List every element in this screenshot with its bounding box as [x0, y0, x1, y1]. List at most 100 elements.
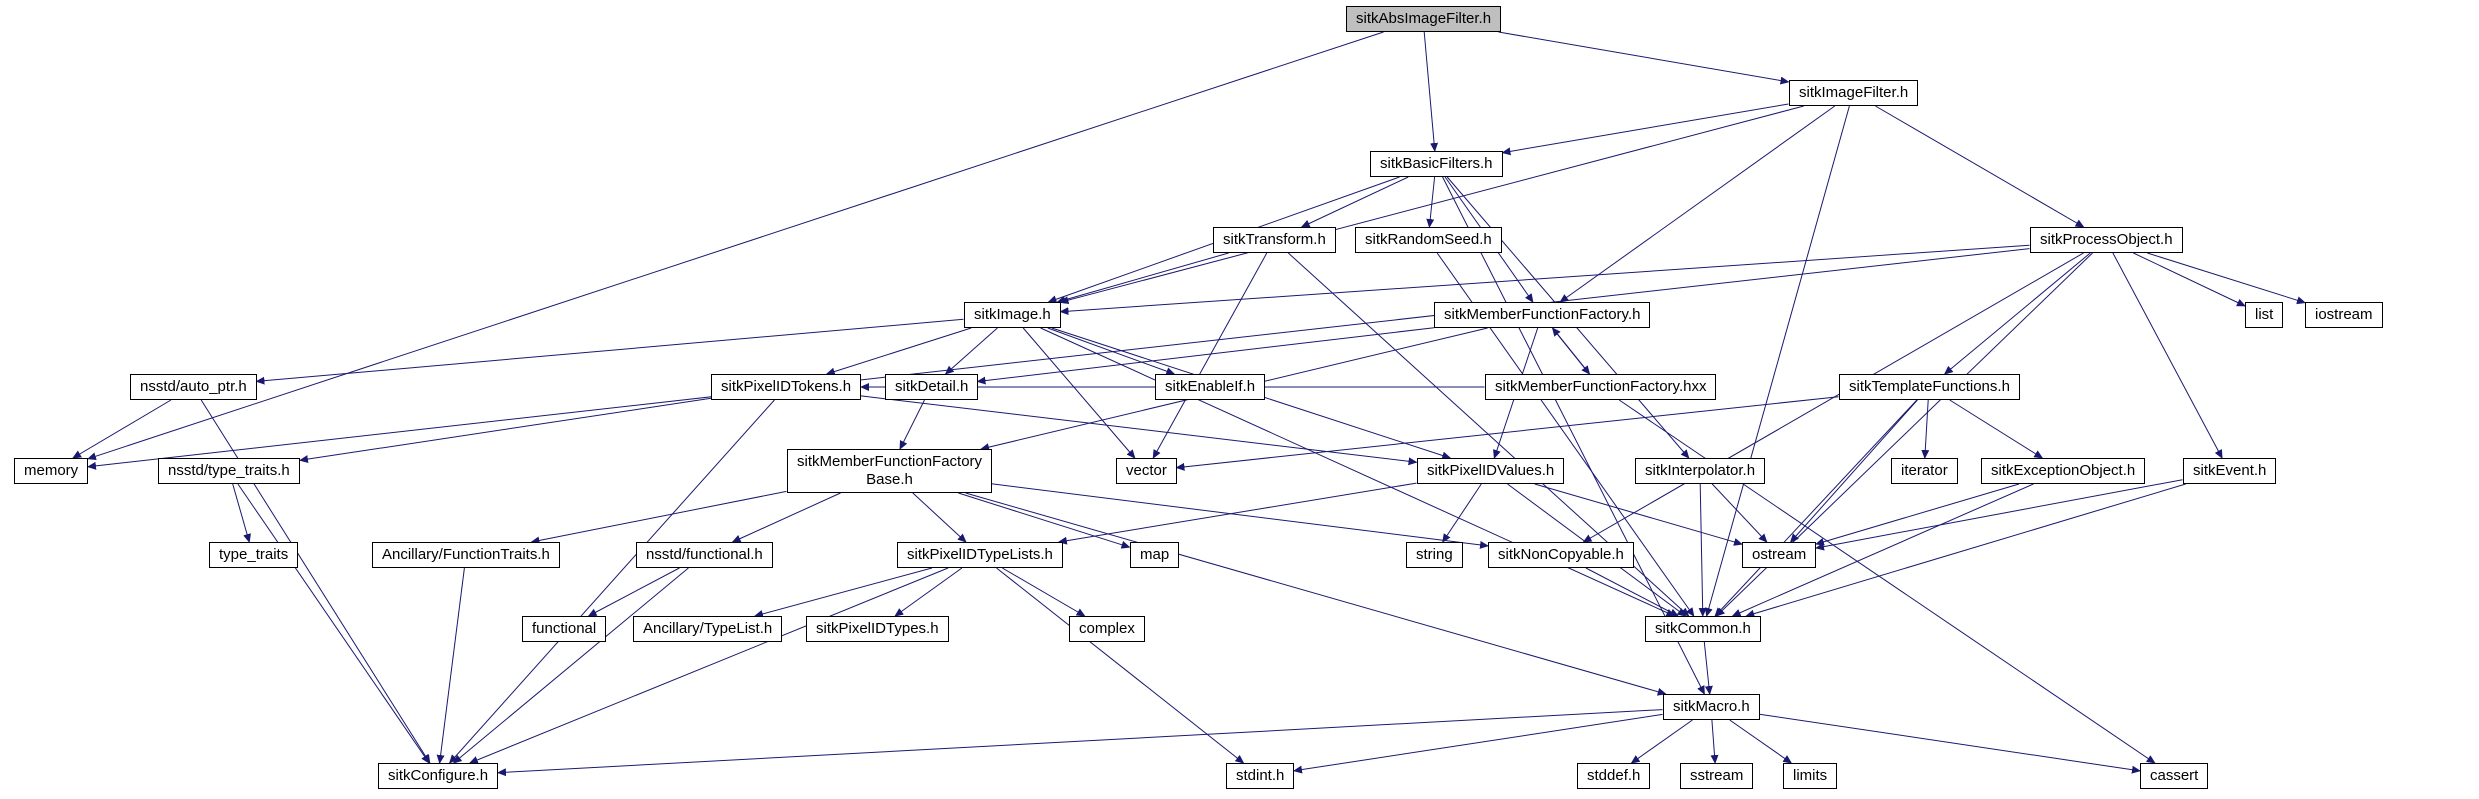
edge-pixelidtypelists-to-stdint [996, 567, 1245, 764]
graph-node-functional[interactable]: functional [522, 616, 607, 642]
edge-interpolator-to-common [1698, 483, 1707, 617]
edge-basicfilters-to-macro [1442, 176, 1705, 695]
graph-node-functiontraits[interactable]: Ancillary/FunctionTraits.h [372, 542, 560, 568]
edge-mffbase-to-noncopyable [991, 483, 1489, 549]
graph-node-ostream[interactable]: ostream [1742, 542, 1817, 568]
edge-memberfunctionfactory-to-detail [976, 327, 1435, 385]
graph-node-typetraits[interactable]: type_traits [209, 542, 299, 568]
graph-node-memberfunctionfactory[interactable]: sitkMemberFunctionFactory.h [1434, 302, 1651, 328]
graph-node-mffbase[interactable]: sitkMemberFunctionFactory Base.h [787, 449, 993, 493]
graph-node-map[interactable]: map [1130, 542, 1180, 568]
edge-typetraitsh-to-typetraits [232, 483, 251, 543]
graph-node-cassert[interactable]: cassert [2140, 763, 2209, 789]
graph-node-detail[interactable]: sitkDetail.h [885, 374, 979, 400]
edge-pixelidtypelists-to-configure [468, 567, 949, 764]
graph-node-imagefilter[interactable]: sitkImageFilter.h [1789, 80, 1919, 106]
edge-templatefunctions-to-iterator [1921, 399, 1930, 459]
edge-macro-to-configure [497, 709, 1663, 777]
edge-pixelidvalues-to-ostream [1534, 483, 1743, 546]
edge-imagefilter-to-basicfilters [1501, 103, 1789, 156]
graph-node-autoptr[interactable]: nsstd/auto_ptr.h [130, 374, 257, 400]
graph-node-iterator[interactable]: iterator [1891, 458, 1958, 484]
graph-node-common[interactable]: sitkCommon.h [1645, 616, 1761, 642]
edge-event-to-common [1745, 483, 2186, 618]
edge-imagefilter-to-common [1704, 105, 1850, 617]
edge-processobject-to-event [2112, 252, 2223, 459]
graph-node-event[interactable]: sitkEvent.h [2183, 458, 2277, 484]
edge-templatefunctions-to-ostream [1789, 399, 1918, 543]
graph-node-stddef[interactable]: stddef.h [1577, 763, 1651, 789]
graph-node-vector[interactable]: vector [1116, 458, 1177, 484]
graph-node-interpolator[interactable]: sitkInterpolator.h [1635, 458, 1766, 484]
edge-pixelidtokens-to-configure [448, 399, 775, 764]
edge-processobject-to-image [1059, 244, 2030, 316]
edge-mffbase-to-nsstdfunctional [731, 492, 841, 543]
graph-node-macro[interactable]: sitkMacro.h [1663, 694, 1760, 720]
graph-node-list[interactable]: list [2245, 302, 2284, 328]
graph-node-stdint[interactable]: stdint.h [1226, 763, 1295, 789]
edge-exceptionobject-to-ostream [1815, 483, 2020, 546]
edge-absimagefilter-to-basicfilters [1423, 31, 1439, 152]
edge-transform-to-vector [1152, 252, 1268, 459]
edge-macro-to-limits [1729, 719, 1793, 764]
graph-node-processobject[interactable]: sitkProcessObject.h [2030, 227, 2183, 253]
edge-templatefunctions-to-common [1714, 399, 1918, 617]
graph-node-enableif[interactable]: sitkEnableIf.h [1155, 374, 1266, 400]
edge-pixelidtokens-to-typetraitsh [299, 397, 712, 464]
edge-imagefilter-to-processobject [1875, 105, 2085, 228]
graph-node-typelist[interactable]: Ancillary/TypeList.h [633, 616, 783, 642]
edge-pixelidtypelists-to-complex [1002, 567, 1086, 617]
edge-templatefunctions-to-exceptionobject [1949, 399, 2044, 459]
edge-mffhxx-to-memberfunctionfactory [1551, 327, 1590, 375]
graph-node-randomseed[interactable]: sitkRandomSeed.h [1355, 227, 1502, 253]
graph-node-exceptionobject[interactable]: sitkExceptionObject.h [1981, 458, 2146, 484]
edge-event-to-ostream [1815, 479, 2183, 551]
edge-imagefilter-to-memberfunctionfactory [1559, 105, 1836, 303]
edge-image-to-common [1040, 327, 1676, 617]
graph-node-pixelidtypelists[interactable]: sitkPixelIDTypeLists.h [897, 542, 1063, 568]
graph-node-sstream[interactable]: sstream [1680, 763, 1754, 789]
graph-node-noncopyable[interactable]: sitkNonCopyable.h [1488, 542, 1634, 568]
graph-node-limits[interactable]: limits [1783, 763, 1838, 789]
graph-node-image[interactable]: sitkImage.h [964, 302, 1061, 328]
graph-node-absimagefilter[interactable]: sitkAbsImageFilter.h [1346, 6, 1502, 32]
edge-nsstdfunctional-to-functional [587, 567, 680, 617]
graph-node-pixelidtypes[interactable]: sitkPixelIDTypes.h [806, 616, 949, 642]
edge-processobject-to-memory [87, 248, 2030, 470]
edge-mffbase-to-macro [965, 492, 1667, 696]
graph-node-configure[interactable]: sitkConfigure.h [378, 763, 499, 789]
edge-macro-to-cassert [1759, 713, 2141, 774]
graph-node-basicfilters[interactable]: sitkBasicFilters.h [1370, 151, 1503, 177]
graph-node-complex[interactable]: complex [1069, 616, 1145, 642]
graph-node-memory[interactable]: memory [14, 458, 89, 484]
graph-node-string[interactable]: string [1406, 542, 1463, 568]
graph-node-typetraitsh[interactable]: nsstd/type_traits.h [158, 458, 300, 484]
edge-mffbase-to-functiontraits [530, 490, 787, 545]
graph-node-transform[interactable]: sitkTransform.h [1213, 227, 1336, 253]
edge-macro-to-stddef [1630, 719, 1693, 764]
edge-pixelidvalues-to-string [1442, 483, 1482, 543]
edge-processobject-to-templatefunctions [1943, 252, 2091, 375]
graph-node-pixelidvalues[interactable]: sitkPixelIDValues.h [1417, 458, 1565, 484]
edge-detail-to-mffbase [899, 399, 925, 450]
graph-node-nsstdfunctional[interactable]: nsstd/functional.h [636, 542, 773, 568]
edge-exceptionobject-to-common [1731, 483, 2034, 617]
edge-image-to-pixelidtokens [825, 327, 972, 376]
edge-functiontraits-to-configure [436, 567, 465, 764]
edge-templatefunctions-to-vector [1175, 396, 1839, 471]
graph-node-pixelidtokens[interactable]: sitkPixelIDTokens.h [711, 374, 862, 400]
edge-processobject-to-iostream [2147, 252, 2306, 305]
graph-node-templatefunctions[interactable]: sitkTemplateFunctions.h [1839, 374, 2020, 400]
edge-image-to-enableif [1047, 327, 1176, 376]
edge-typetraitsh-to-configure [237, 483, 430, 764]
edge-pixelidtypelists-to-typelist [754, 567, 933, 618]
graph-node-mffhxx[interactable]: sitkMemberFunctionFactory.hxx [1485, 374, 1717, 400]
graph-node-iostream[interactable]: iostream [2305, 302, 2383, 328]
edge-macro-to-stdint [1293, 713, 1663, 774]
edge-processobject-to-list [2133, 252, 2246, 307]
edge-transform-to-image [1056, 252, 1229, 304]
edge-pixelidtokens-to-pixelidvalues [860, 395, 1418, 466]
edge-interpolator-to-ostream [1711, 483, 1768, 543]
edge-basicfilters-to-transform [1300, 176, 1409, 228]
